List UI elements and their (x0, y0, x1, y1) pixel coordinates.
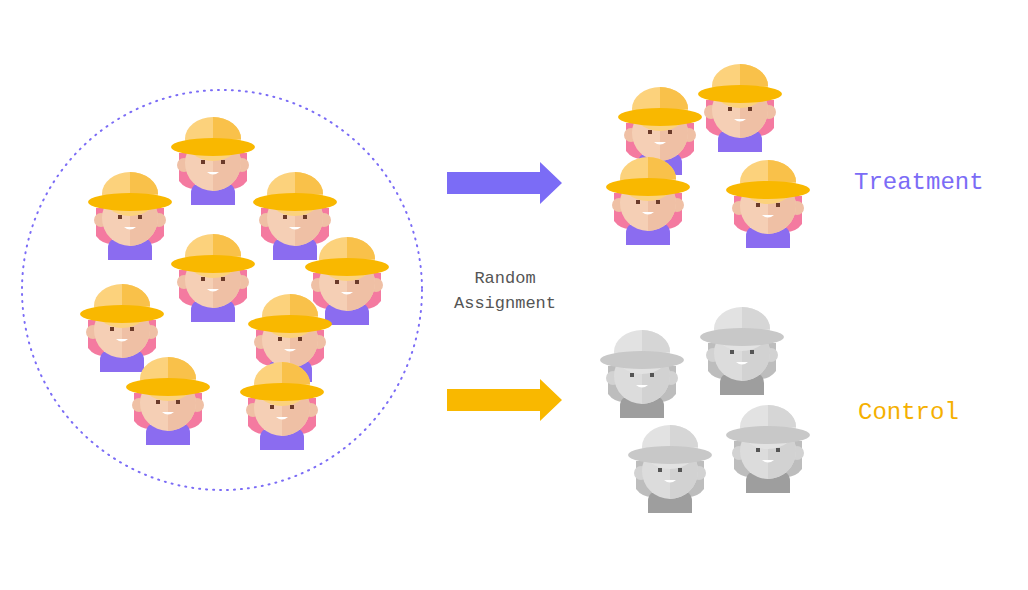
control-people (600, 307, 810, 513)
control-arrow (447, 379, 562, 421)
step-label: Random Assignment (435, 267, 575, 316)
group-label: Treatment (854, 169, 984, 198)
treatment-arrow (447, 162, 562, 204)
population-circle (22, 90, 422, 490)
group-label: Control (858, 399, 959, 428)
treatment-people (606, 64, 810, 248)
population-people (80, 117, 389, 450)
